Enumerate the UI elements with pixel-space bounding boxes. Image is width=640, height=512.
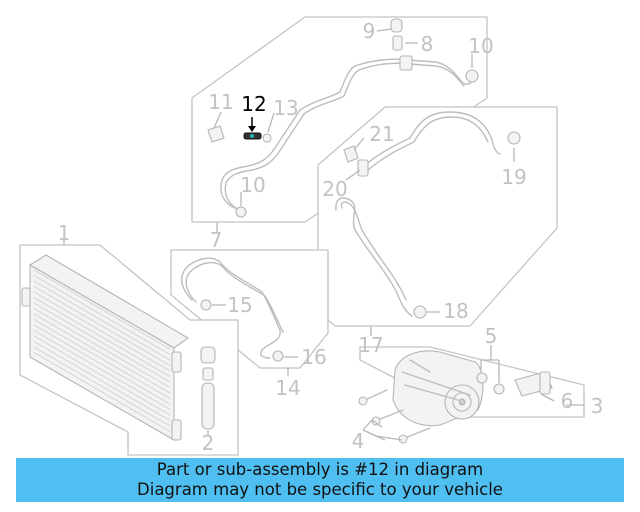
bolt-4c xyxy=(404,427,431,439)
condenser xyxy=(21,254,190,441)
callout-1: 1 xyxy=(58,221,71,245)
o-ring-16 xyxy=(272,350,284,362)
panel-7 xyxy=(191,16,488,223)
bolt-4b xyxy=(377,409,404,421)
o-ring-19 xyxy=(507,131,521,145)
condenser-fin-line xyxy=(33,341,171,421)
o-ring-10-upper xyxy=(465,69,479,83)
callout-12: 12 xyxy=(241,92,266,116)
o-ring-18 xyxy=(413,305,427,319)
condenser-fin-line xyxy=(33,324,171,405)
o-ring-5b xyxy=(493,383,505,395)
condenser-fin-line xyxy=(33,302,171,383)
callout-14: 14 xyxy=(275,376,300,400)
o-ring-13 xyxy=(262,133,272,143)
banner-line-1: Part or sub-assembly is #12 in diagram xyxy=(156,460,484,479)
compressor xyxy=(358,350,553,444)
callout-18: 18 xyxy=(443,299,468,323)
pressure-switch-11 xyxy=(207,125,225,143)
condenser-fin-line xyxy=(33,352,171,432)
condenser-fin-line xyxy=(33,313,171,394)
valve-core-8 xyxy=(392,35,403,51)
banner-line-2: Diagram may not be specific to your vehi… xyxy=(137,480,503,499)
clip-12-accent xyxy=(250,134,254,138)
condenser-fin-line xyxy=(33,335,171,416)
liquid-line-assembly xyxy=(181,257,284,362)
condenser-fin-line xyxy=(33,330,171,410)
suction-hose-assembly xyxy=(207,18,479,218)
callout-9: 9 xyxy=(363,19,376,43)
discharge-hose-assembly xyxy=(335,111,521,319)
condenser-fins xyxy=(33,269,171,432)
o-ring-5a xyxy=(476,372,488,384)
condenser-fin-line xyxy=(33,319,171,399)
callout-8: 8 xyxy=(421,32,434,56)
callout-4: 4 xyxy=(352,429,365,453)
fitting-20 xyxy=(357,159,369,177)
condenser-fin-line xyxy=(33,308,171,388)
callout-21: 21 xyxy=(369,122,394,146)
condenser-fin-line xyxy=(33,291,171,372)
o-ring-10-lower xyxy=(235,206,247,218)
callout-13: 13 xyxy=(273,96,298,120)
callout-20: 20 xyxy=(322,177,347,201)
callout-labels: 1 2 3 4 5 6 7 8 9 10 10 11 12 13 14 15 1… xyxy=(58,19,604,455)
callout-3: 3 xyxy=(591,394,604,418)
condenser-fin-line xyxy=(33,275,171,355)
callout-15: 15 xyxy=(227,293,252,317)
hose-fitting xyxy=(399,55,413,71)
panel-14 xyxy=(170,249,329,369)
callout-16: 16 xyxy=(301,345,326,369)
bolt-4a xyxy=(364,389,388,401)
condenser-fin-line xyxy=(33,280,171,361)
info-banner: Part or sub-assembly is #12 in diagram D… xyxy=(16,458,624,502)
callout-5: 5 xyxy=(485,324,498,348)
condenser-fin-line xyxy=(33,346,171,427)
condenser-fin-line xyxy=(33,286,171,366)
callout-10-upper: 10 xyxy=(468,34,493,58)
callout-2: 2 xyxy=(202,431,215,455)
callout-10-lower: 10 xyxy=(240,173,265,197)
condenser-fin-line xyxy=(33,269,171,350)
leader-lines xyxy=(63,28,584,441)
condenser-fin-line xyxy=(33,297,171,377)
callout-11: 11 xyxy=(208,90,233,114)
callout-7: 7 xyxy=(210,228,223,252)
receiver-dryer-2 xyxy=(200,346,216,430)
callout-17: 17 xyxy=(358,333,383,357)
callout-19: 19 xyxy=(501,165,526,189)
valve-cap-9 xyxy=(390,18,403,33)
o-ring-15 xyxy=(200,299,212,311)
callout-6: 6 xyxy=(561,389,574,413)
